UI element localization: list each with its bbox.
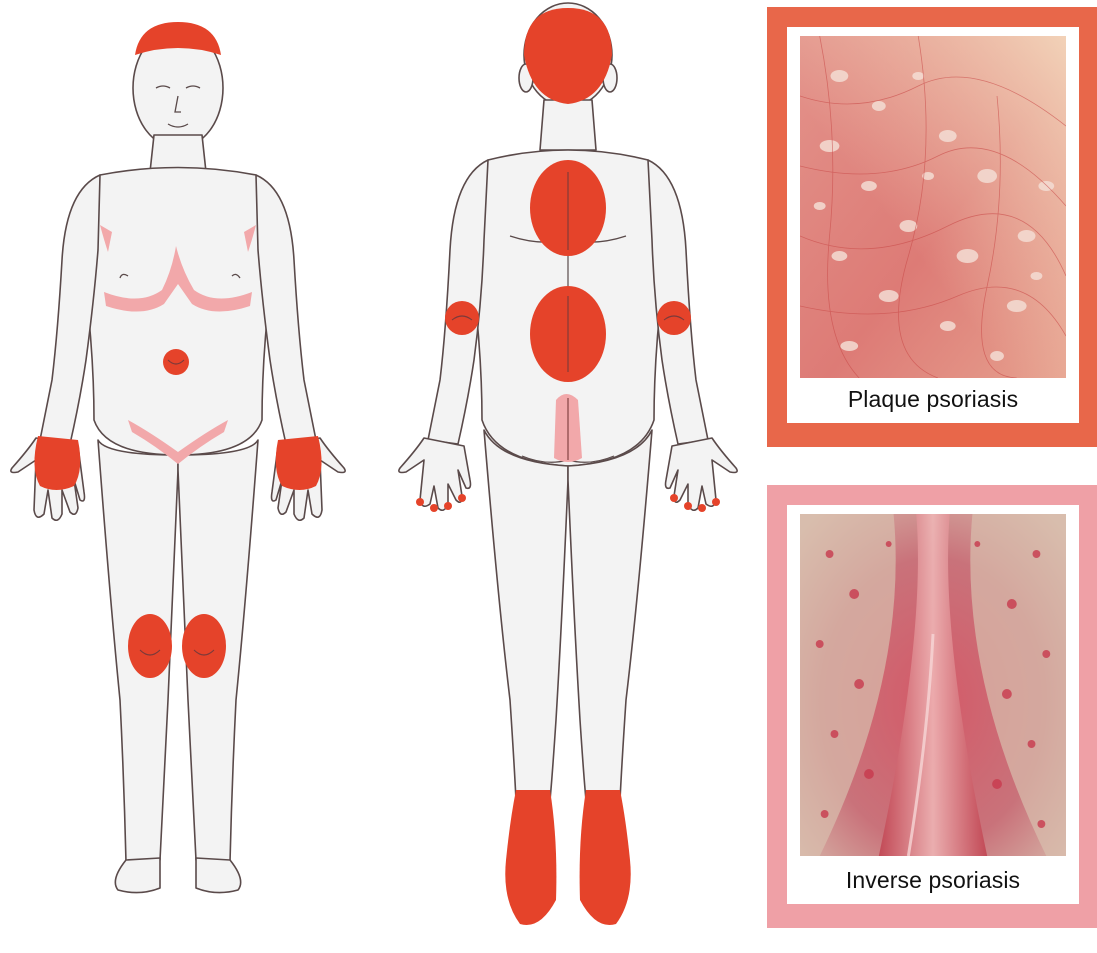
plaque-psoriasis-card: Plaque psoriasis bbox=[787, 27, 1079, 423]
inverse-psoriasis-photo bbox=[800, 514, 1066, 856]
plaque-psoriasis-photo bbox=[800, 36, 1066, 378]
plaque-psoriasis-caption: Plaque psoriasis bbox=[787, 386, 1079, 413]
inverse-psoriasis-caption: Inverse psoriasis bbox=[787, 867, 1079, 894]
inverse-psoriasis-panel: Inverse psoriasis bbox=[767, 485, 1097, 928]
plaque-psoriasis-panel: Plaque psoriasis bbox=[767, 7, 1097, 447]
inverse-psoriasis-card: Inverse psoriasis bbox=[787, 505, 1079, 904]
front-body-illustration bbox=[0, 0, 360, 953]
back-body-illustration bbox=[380, 0, 760, 953]
